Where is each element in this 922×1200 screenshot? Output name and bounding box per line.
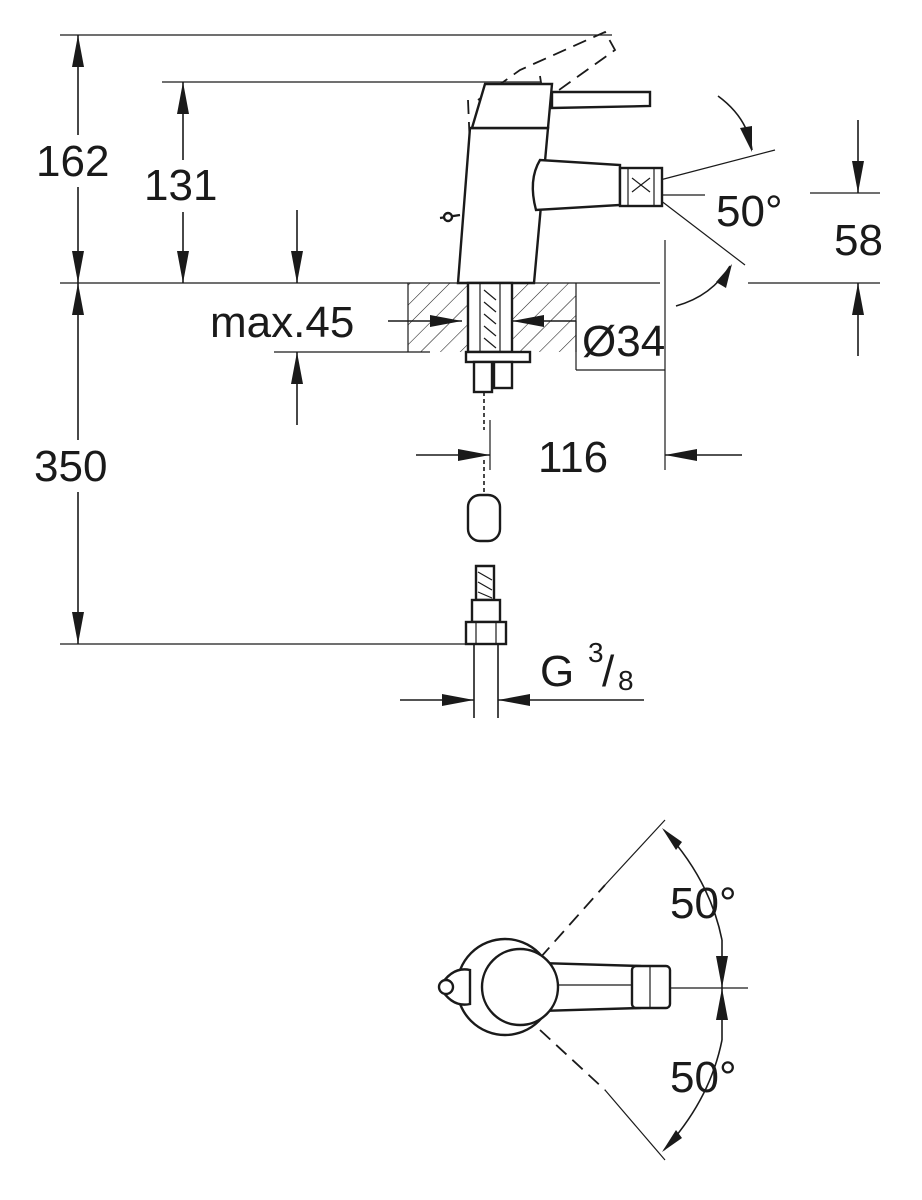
dimension-131-label: 131 [144, 161, 217, 210]
countertop [407, 283, 577, 352]
dimension-diameter: Ø34 [575, 317, 665, 371]
thread-denominator: 8 [618, 665, 634, 696]
dimension-162: 162 [20, 35, 130, 283]
thread-numerator: 3 [588, 637, 604, 668]
dimension-max45-label: max.45 [210, 298, 354, 347]
dimension-58: 58 [834, 120, 883, 356]
hose-connection [464, 564, 508, 718]
dimension-162-label: 162 [36, 137, 109, 186]
dimension-58-label: 58 [834, 216, 883, 265]
swivel-angle-upper-label: 50° [670, 879, 737, 928]
thread-slash: / [602, 647, 615, 696]
side-view: 162 131 max.45 Ø34 [20, 30, 883, 718]
dimension-350: 350 [20, 283, 130, 644]
dimension-116: 116 [416, 433, 742, 482]
thread-letter: G [540, 647, 574, 696]
faucet-body [439, 30, 664, 285]
dimension-thread: G 3 / 8 [400, 637, 644, 706]
dimension-350-label: 350 [34, 442, 107, 491]
dimension-spray-angle-label: 50° [716, 187, 783, 236]
dimension-spray-angle: 50° [659, 95, 783, 307]
extension-lines [60, 34, 880, 645]
dimension-116-label: 116 [538, 433, 608, 482]
swivel-angle-lower-label: 50° [670, 1053, 737, 1102]
shank-assembly [464, 281, 532, 543]
top-view: 50° 50° [437, 819, 748, 1161]
dimension-diameter-label: Ø34 [582, 317, 665, 366]
dimension-131: 131 [130, 82, 235, 283]
